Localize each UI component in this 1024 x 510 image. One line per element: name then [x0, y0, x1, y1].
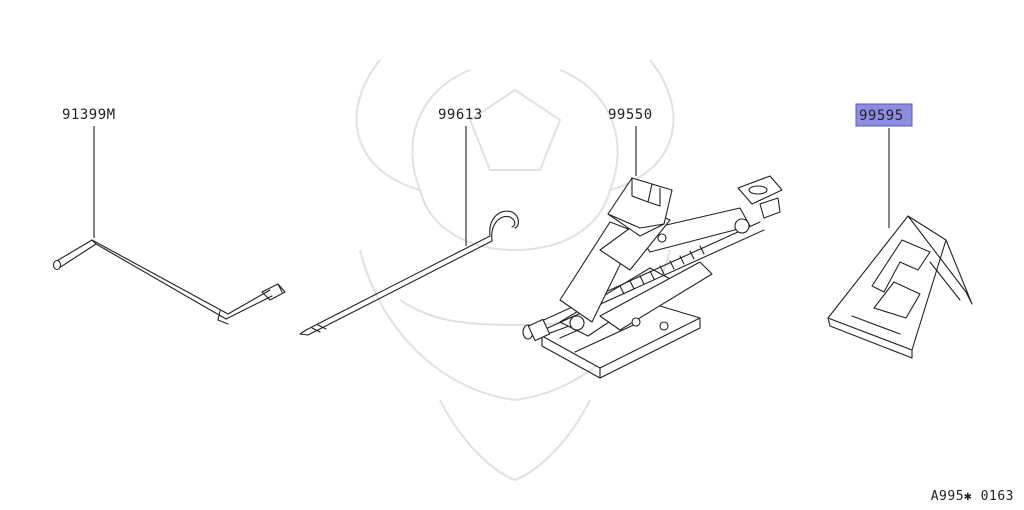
wheel-brace-icon	[52, 239, 286, 325]
figure-code: A995✱ 0163	[930, 489, 1014, 504]
part-number-label[interactable]: 99613	[438, 107, 483, 123]
jack-handle-rod-icon	[299, 210, 519, 336]
scissor-jack-icon	[522, 175, 783, 379]
part-label-highlight	[855, 103, 913, 127]
part-number-label[interactable]: 99595	[859, 108, 904, 124]
wheel-chock-icon	[827, 215, 973, 359]
part-number-label[interactable]: 91399M	[62, 107, 116, 123]
part-99613[interactable]: 99613	[299, 104, 519, 336]
part-number-label[interactable]: 99550	[608, 107, 653, 123]
watermark-emblem	[355, 59, 675, 482]
part-99595[interactable]: 99595	[827, 103, 973, 359]
part-91399M[interactable]: 91399M	[52, 104, 286, 325]
part-99550[interactable]: 99550	[522, 104, 783, 379]
